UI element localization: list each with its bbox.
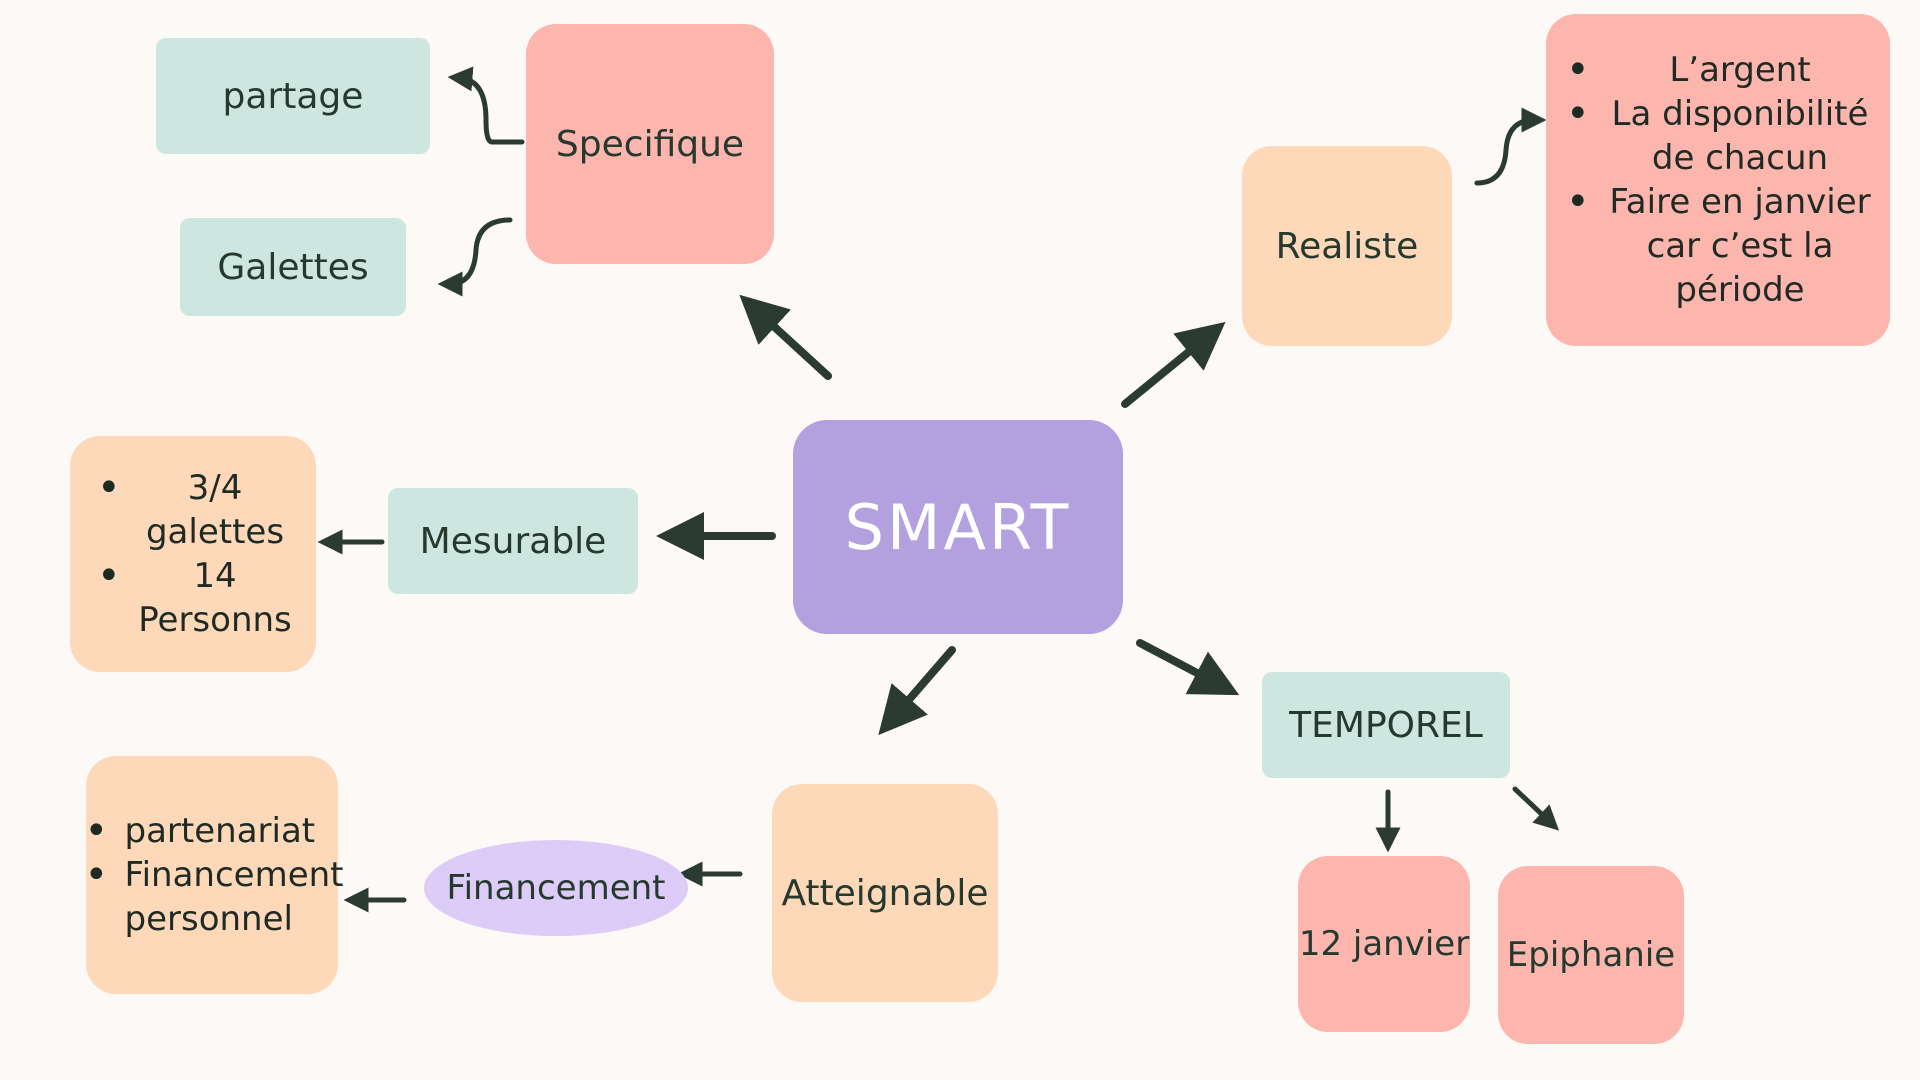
partage-label: partage xyxy=(222,75,364,117)
node-atteignable: Atteignable xyxy=(772,784,998,1002)
arrow-to-temporel xyxy=(1136,639,1240,696)
arrow-to-epiphanie xyxy=(1512,786,1560,831)
financement-label: Financement xyxy=(446,868,666,908)
temporel-label: TEMPOREL xyxy=(1289,704,1483,746)
specifique-label: Specifique xyxy=(555,123,745,165)
12-janvier-label: 12 janvier xyxy=(1298,924,1470,964)
node-mesurable: Mesurable xyxy=(388,488,638,594)
node-mesurable-details: 3/4 galettes 14 Personns xyxy=(70,436,316,672)
mesurable-details-list: 3/4 galettes 14 Personns xyxy=(93,466,293,642)
arrow-to-realiste-details xyxy=(1474,107,1547,186)
node-atteignable-details: partenariat Financement personnel xyxy=(85,756,344,994)
atteignable-details-list: partenariat Financement personnel xyxy=(81,809,344,941)
node-realiste-details: L’argent La disponibilité de chacun Fair… xyxy=(1546,14,1890,346)
node-realiste: Realiste xyxy=(1242,146,1452,346)
node-galettes: Galettes xyxy=(180,218,406,316)
list-item: 3/4 galettes xyxy=(93,466,293,554)
galettes-label: Galettes xyxy=(217,246,369,288)
realiste-label: Realiste xyxy=(1275,225,1419,267)
list-item: Financement personnel xyxy=(81,853,344,941)
list-item: La disponibilité de chacun xyxy=(1562,92,1874,180)
center-node-smart: SMART xyxy=(793,420,1123,634)
arrow-to-specifique xyxy=(739,294,832,380)
center-label: SMART xyxy=(844,490,1072,564)
list-item: partenariat xyxy=(81,809,344,853)
node-temporel: TEMPOREL xyxy=(1262,672,1510,778)
mesurable-label: Mesurable xyxy=(419,520,607,562)
node-12-janvier: 12 janvier xyxy=(1298,856,1470,1032)
arrow-to-galettes xyxy=(437,217,513,297)
node-specifique: Specifique xyxy=(526,24,774,264)
node-epiphanie: Epiphanie xyxy=(1498,866,1684,1044)
realiste-details-list: L’argent La disponibilité de chacun Fair… xyxy=(1562,48,1874,312)
list-item: L’argent xyxy=(1562,48,1874,92)
node-financement: Financement xyxy=(424,840,688,936)
node-partage: partage xyxy=(156,38,430,154)
arrow-to-atteignable xyxy=(878,646,956,736)
epiphanie-label: Epiphanie xyxy=(1506,935,1676,975)
arrow-to-partage xyxy=(447,66,525,145)
list-item: 14 Personns xyxy=(93,554,293,642)
atteignable-label: Atteignable xyxy=(781,872,989,914)
list-item: Faire en janvier car c’est la période xyxy=(1562,180,1874,312)
arrow-to-realiste xyxy=(1121,321,1226,408)
